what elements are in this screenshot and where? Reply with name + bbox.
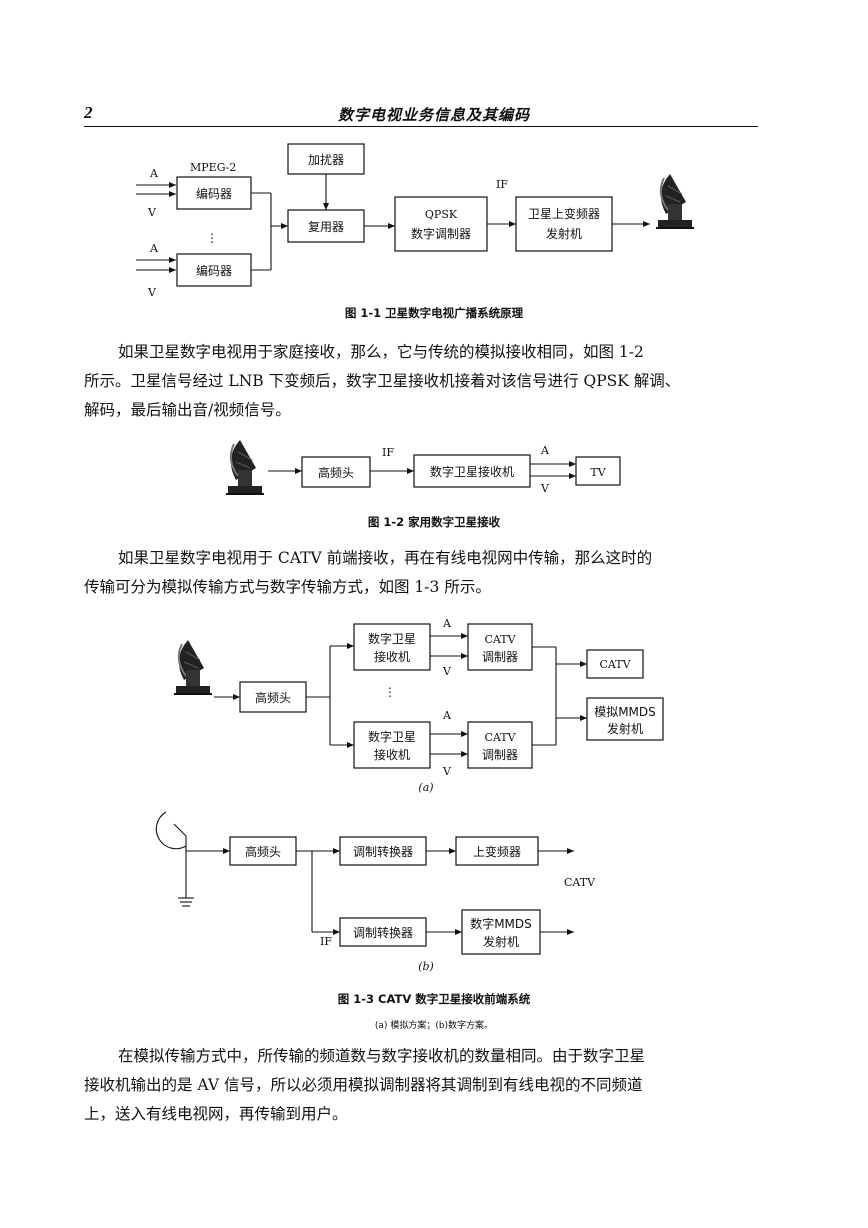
fig3a-catv-box [586,649,644,679]
encoder-box-2 [176,253,252,287]
fig3a-receiver-box-2 [353,721,431,769]
tv-box [575,456,621,486]
fig1-caption: 图 1-1 卫星数字电视广播系统原理 [344,306,524,320]
fig3a-catvmod1-label-2: 调制器 [482,650,518,664]
satellite-dish-icon [655,173,695,229]
fig1-dots: ⋮ [206,231,218,245]
fig1-input-a: A [149,167,159,180]
fig3a-mmds-box [586,697,664,741]
antenna-icon [155,811,194,907]
header-rule [84,126,758,127]
fig2-lnb-label: 高频头 [318,465,354,480]
fig3a-rx1-label-1: 数字卫星 [368,631,416,646]
page-number: 2 [84,103,93,122]
fig3a-catvmod2-label-1: CATV [484,731,516,744]
fig2-receiver-box [413,454,531,488]
qpsk-label-2: 数字调制器 [411,226,471,241]
para3-line-1: 在模拟传输方式中，所传输的频道数与数字接收机的数量相同。由于数字卫星 [118,1047,646,1065]
fig3a-mmds-label-2: 发射机 [607,721,643,736]
figure-1-2: 高频头 IF 数字卫星接收机 A V TV [225,439,621,495]
encoder-label-2: 编码器 [196,263,232,278]
fig3b-dmmds-label-2: 发射机 [483,934,519,949]
encoder-label-1: 编码器 [196,186,232,201]
qpsk-label-1: QPSK [425,208,458,221]
mux-box [287,209,365,243]
paragraph-2: 如果卫星数字电视用于 CATV 前端接收，再在有线电视网中传输，那么这时的 传输… [84,544,758,602]
fig3b-catv-label: CATV [564,876,596,889]
para3-line-2: 接收机输出的是 AV 信号，所以必须用模拟调制器将其调制到有线电视的不同频道 [84,1076,643,1094]
fig3a-sublabel: (a) [418,781,433,794]
qpsk-modulator-box [394,196,488,252]
figure-1-3a: 高频头 数字卫星 接收机 A V CATV 调制器 ⋮ 数字卫星 接收机 A V… [173,617,664,794]
fig3-caption: 图 1-3 CATV 数字卫星接收前端系统 [337,992,531,1006]
para1-line-1: 如果卫星数字电视用于家庭接收，那么，它与传统的模拟接收相同，如图 1-2 [118,343,644,361]
fig3a-catv-mod-box-1 [467,623,533,671]
fig3b-upconv-label: 上变频器 [473,844,521,859]
fig3a-a1: A [442,617,452,630]
paragraph-1: 如果卫星数字电视用于家庭接收，那么，它与传统的模拟接收相同，如图 1-2 所示。… [84,338,758,425]
fig3-subcaption: (a) 模拟方案；(b)数字方案。 [374,1021,494,1031]
fig3b-lnb-label: 高频头 [245,844,281,859]
figure-1-3b: 高频头 IF 调制转换器 上变频器 CATV 调制转换器 数字MMDS 发射机 … [155,811,596,973]
para2-line-1: 如果卫星数字电视用于 CATV 前端接收，再在有线电视网中传输，那么这时的 [118,549,653,567]
fig1-if-label: IF [496,178,508,191]
scrambler-box [287,143,365,175]
para1-line-2: 所示。卫星信号经过 LNB 下变频后，数字卫星接收机接着对该信号进行 QPSK … [84,372,681,390]
fig3a-catvmod1-label-1: CATV [484,633,516,646]
fig2-if-label: IF [382,446,394,459]
fig3a-catv-label: CATV [599,658,631,671]
paragraph-3: 在模拟传输方式中，所传输的频道数与数字接收机的数量相同。由于数字卫星 接收机输出… [84,1042,758,1129]
fig3b-converter-box-1 [339,836,427,866]
mux-label: 复用器 [308,220,344,234]
fig3a-catvmod2-label-2: 调制器 [482,748,518,762]
uplink-label-1: 卫星上变频器 [528,206,600,221]
fig3a-a2: A [442,709,452,722]
fig3a-v1: V [442,665,452,678]
para3-line-3: 上，送入有线电视网，再传输到用户。 [84,1105,348,1123]
fig3a-mmds-label-1: 模拟MMDS [594,705,656,719]
fig2-a-label: A [540,444,550,457]
fig1-mpeg-label: MPEG-2 [190,161,236,174]
fig3a-lnb-label: 高频头 [255,690,291,705]
fig3a-rx1-label-2: 接收机 [374,649,410,664]
fig3b-if-label: IF [320,935,332,948]
fig3b-dmmds-box [461,909,541,955]
fig3b-dmmds-label-1: 数字MMDS [470,916,532,931]
fig2-receiver-label: 数字卫星接收机 [430,464,514,479]
fig3b-sublabel: (b) [418,960,434,973]
satellite-dish-icon-3 [173,639,213,695]
fig3a-rx2-label-1: 数字卫星 [368,729,416,744]
fig3a-catv-mod-box-2 [467,721,533,769]
fig3b-conv2-label: 调制转换器 [353,925,413,940]
para1-line-3: 解码，最后输出音/视频信号。 [84,401,291,419]
running-title: 数字电视业务信息及其编码 [337,106,530,124]
fig1-input-v2: V [147,286,157,299]
satellite-dish-icon-2 [225,439,265,495]
fig3b-lnb-box [229,836,297,866]
fig2-caption: 图 1-2 家用数字卫星接收 [367,515,501,529]
fig2-v-label: V [540,482,550,495]
fig3b-upconverter-box [455,836,539,866]
uplink-label-2: 发射机 [546,226,582,241]
fig3a-v2: V [442,765,452,778]
figure-1-1: A MPEG-2 V 编码器 ⋮ A V 编码器 加扰器 复用器 QPSK 数字… [136,143,695,299]
para2-line-2: 传输可分为模拟传输方式与数字传输方式，如图 1-3 所示。 [84,578,491,596]
fig3b-conv1-label: 调制转换器 [353,844,413,859]
fig1-input-a2: A [149,242,159,255]
fig3a-rx2-label-2: 接收机 [374,747,410,762]
fig1-input-v: V [147,206,157,219]
fig2-lnb-box [301,456,371,488]
tv-label: TV [590,466,606,479]
scrambler-label: 加扰器 [308,153,344,167]
fig3a-dots: ⋮ [384,685,396,699]
uplink-box [515,196,613,252]
fig3a-receiver-box-1 [353,623,431,671]
